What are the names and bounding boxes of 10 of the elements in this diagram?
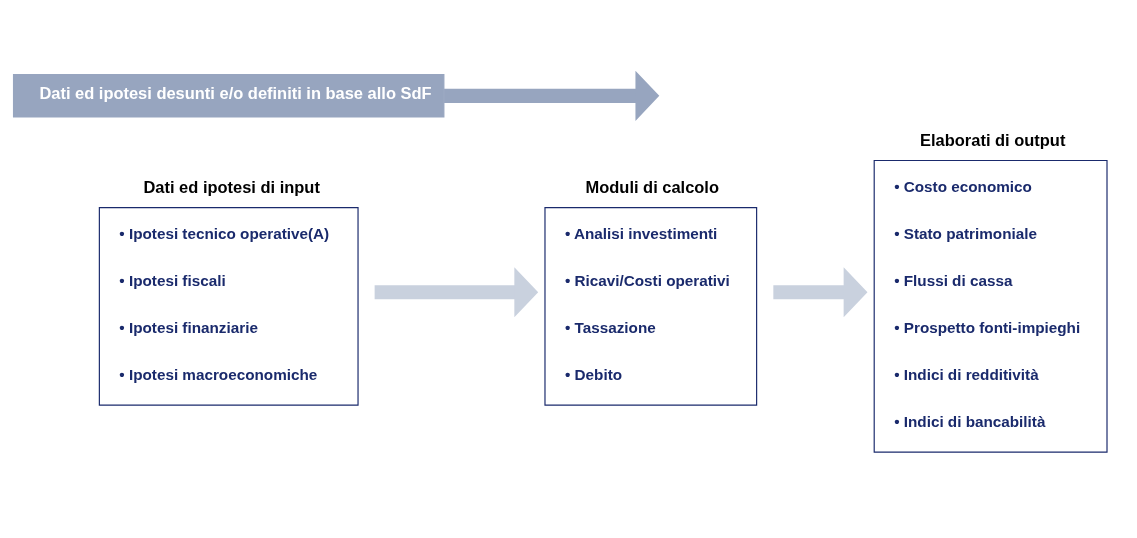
arrow: [444, 70, 660, 121]
arrow: [374, 267, 539, 318]
node-label: Moduli di calcolo: [585, 177, 720, 196]
node-label: Elaborati di output: [920, 130, 1066, 149]
node-box: • Ipotesi tecnico operative(A) • Ipotesi fiscali • Ipotesi finanziarie • Ipotesi macroeconomiche: [98, 207, 359, 406]
node-label: Dati ed ipotesi di input: [143, 177, 320, 196]
node-box: Dati ed ipotesi desunti e/o definiti in base allo SdF: [12, 74, 445, 118]
arrow: [773, 267, 868, 318]
node-box: • Costo economico • Stato patrimoniale • Flussi di cassa • Prospetto fonti-impieghi • Indici di redditività • Indici di bancabilità: [873, 159, 1108, 453]
node-box: • Analisi investimenti • Ricavi/Costi operativi • Tassazione • Debito: [544, 207, 758, 406]
